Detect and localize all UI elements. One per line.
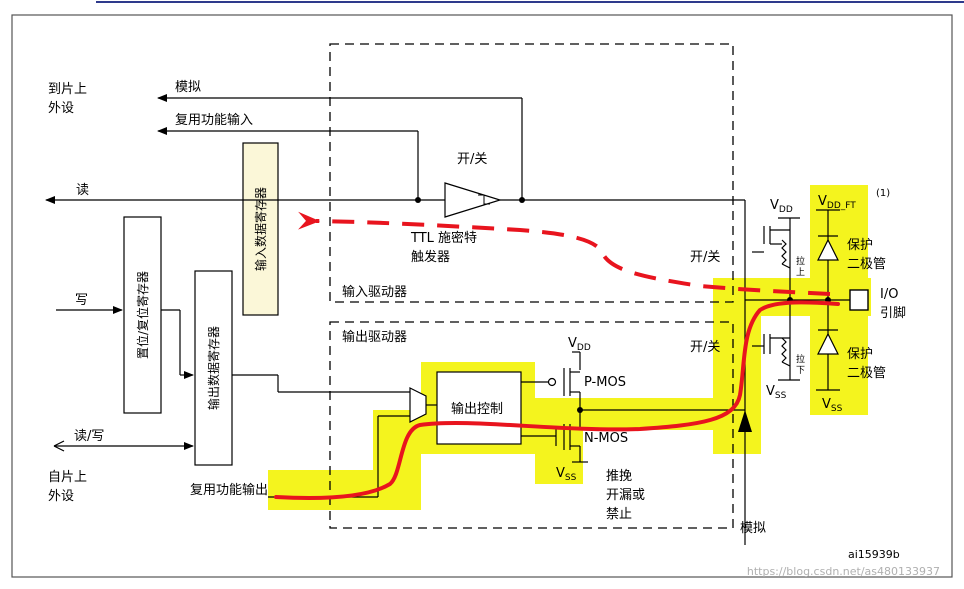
input-data-register-label: 输入数据寄存器: [253, 187, 268, 271]
nmos-label: N-MOS: [584, 431, 628, 446]
pullup-vdd-label: VDD: [770, 198, 793, 215]
analog-bottom-label: 模拟: [740, 521, 766, 536]
highlight-alt-output: [268, 470, 386, 510]
protect-diode-top-label-2: 二极管: [847, 257, 886, 272]
output-data-register: [194, 270, 233, 466]
input-driver-box: [329, 43, 734, 303]
output-data-register-label: 输出数据寄存器: [206, 326, 221, 410]
watermark: https://blog.csdn.net/as480133937: [747, 565, 940, 578]
io-pin-label-2: 引脚: [880, 305, 906, 321]
io-pin-pad: [849, 289, 869, 311]
from-onchip-label-2: 外设: [48, 489, 74, 504]
vdd-ft-label: VDD_FT: [818, 194, 856, 211]
protect-diode-top-label-1: 保护: [847, 238, 873, 253]
to-onchip-label-2: 外设: [48, 101, 74, 116]
outer-frame: [11, 14, 953, 578]
output-mux: [409, 387, 427, 423]
output-control-box: [436, 371, 522, 445]
pulldown-vss-label: VSS: [766, 384, 787, 401]
input-driver-label: 输入驱动器: [342, 284, 407, 300]
pulldown-on-off-label: 开/关: [690, 340, 720, 355]
schmitt-trigger: [444, 182, 503, 218]
read-write-label: 读/写: [74, 429, 104, 444]
pmos-gate-bubble: [547, 377, 557, 387]
protect-diode-bottom-label-2: 二极管: [847, 366, 886, 381]
wiring: [45, 94, 850, 545]
bit-set-reset-register: [123, 216, 162, 414]
output-driver-label: 输出驱动器: [342, 329, 407, 345]
to-onchip-label-1: 到片上: [48, 82, 87, 97]
alt-func-input-label: 复用功能输入: [175, 112, 253, 128]
write-label: 写: [75, 293, 88, 308]
ttl-schmitt-label-2: 触发器: [411, 249, 450, 265]
pmos-vdd-label: VDD: [568, 336, 591, 353]
hysteresis-symbol: [478, 194, 490, 205]
output-path: [274, 300, 840, 500]
ttl-schmitt-label-1: TTL 施密特: [410, 230, 477, 246]
pushpull-label-2: 开漏或: [606, 487, 645, 503]
protection-diode-bottom: [817, 332, 839, 355]
pull-up-label: 拉上: [796, 255, 805, 278]
protection-diode-top: [817, 238, 839, 261]
footnote-mark: (1): [876, 188, 890, 199]
bit-set-reset-register-label: 置位/复位寄存器: [135, 271, 150, 359]
pushpull-label-1: 推挽: [606, 469, 632, 484]
read-label: 读: [76, 183, 89, 198]
input-data-register: [242, 142, 279, 316]
pmos-label: P-MOS: [584, 375, 626, 390]
pull-down-label: 拉下: [796, 353, 805, 376]
nmos-vss-label: VSS: [556, 466, 577, 483]
ttl-on-off-label: 开/关: [457, 152, 487, 167]
pullup-on-off-label: 开/关: [690, 250, 720, 265]
alt-func-output-label: 复用功能输出: [190, 482, 268, 498]
pushpull-label-3: 禁止: [606, 507, 632, 522]
analog-arrow-up: [738, 410, 752, 432]
io-pin-label-1: I/O: [880, 287, 898, 302]
from-onchip-label-1: 自片上: [48, 470, 87, 485]
protect-vss-label: VSS: [822, 397, 843, 414]
output-control-label: 输出控制: [451, 401, 503, 417]
analog-top-label: 模拟: [175, 80, 201, 95]
output-driver-box: [329, 321, 734, 529]
protect-diode-bottom-label-1: 保护: [847, 347, 873, 362]
input-path: [297, 211, 831, 296]
figure-id: ai15939b: [848, 548, 900, 561]
